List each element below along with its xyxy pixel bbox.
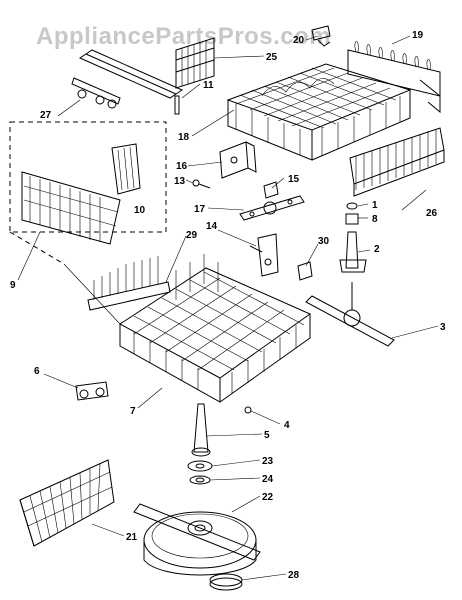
callout-11: 11 — [203, 80, 214, 91]
part-washer-24 — [189, 475, 211, 485]
callout-2: 2 — [374, 244, 380, 255]
callout-19: 19 — [412, 30, 424, 41]
callout-13: 13 — [174, 176, 186, 187]
part-wheel-6 — [75, 381, 109, 401]
callout-20: 20 — [293, 35, 305, 46]
part-spray-base-22 — [133, 503, 261, 576]
part-clip-20 — [311, 25, 331, 47]
watermark-text: AppliancePartsPros.com — [36, 23, 331, 50]
callout-9: 9 — [10, 280, 16, 291]
callout-21: 21 — [126, 532, 138, 543]
part-washer-23 — [187, 460, 213, 472]
callout-29: 29 — [186, 230, 198, 241]
callout-5: 5 — [264, 430, 270, 441]
part-lower-arm-3 — [305, 282, 395, 347]
part-bracket-16 — [219, 141, 257, 179]
part-ring-28 — [209, 573, 243, 591]
part-hub-1-8-2 — [339, 202, 367, 273]
callout-28: 28 — [288, 570, 300, 581]
callout-27: 27 — [40, 110, 52, 121]
callout-16: 16 — [176, 161, 188, 172]
callout-10: 10 — [134, 205, 146, 216]
part-spray-arm-17 — [239, 181, 305, 221]
part-basket-21 — [19, 459, 115, 547]
callout-26: 26 — [426, 208, 438, 219]
callout-6: 6 — [34, 366, 40, 377]
part-manifold-14 — [249, 233, 279, 277]
part-lower-rack-7 — [119, 254, 312, 403]
callout-15: 15 — [288, 174, 300, 185]
callout-7: 7 — [130, 406, 136, 417]
callout-1: 1 — [372, 200, 378, 211]
callout-labels: 19 20 25 11 27 18 16 15 13 17 10 1 8 14 … — [10, 30, 446, 581]
callout-25: 25 — [266, 52, 278, 63]
part-tube-5 — [191, 403, 211, 457]
part-basket-lid-10 — [111, 143, 141, 195]
part-tine-row-29 — [87, 256, 171, 311]
callout-14: 14 — [206, 221, 218, 232]
part-tine-row-19 — [347, 41, 441, 114]
part-basket-9 — [21, 171, 121, 245]
callout-23: 23 — [262, 456, 274, 467]
callout-17: 17 — [194, 204, 206, 215]
part-ball-4 — [244, 406, 252, 414]
part-upper-rack-18 — [226, 63, 412, 161]
leader-lines — [17, 35, 439, 581]
callout-4: 4 — [284, 420, 290, 431]
callout-8: 8 — [372, 214, 378, 225]
callout-3: 3 — [440, 322, 446, 333]
dashed-group-box — [9, 121, 167, 265]
part-pin-11 — [174, 95, 180, 115]
part-rail-27 — [71, 49, 184, 109]
part-tine-rack-26 — [349, 127, 445, 197]
callout-24: 24 — [262, 474, 274, 485]
part-screw-13 — [192, 179, 211, 189]
callout-18: 18 — [178, 132, 190, 143]
callout-30: 30 — [318, 236, 330, 247]
part-clip-30 — [297, 261, 313, 281]
part-tine-row-25 — [175, 37, 215, 89]
callout-22: 22 — [262, 492, 274, 503]
